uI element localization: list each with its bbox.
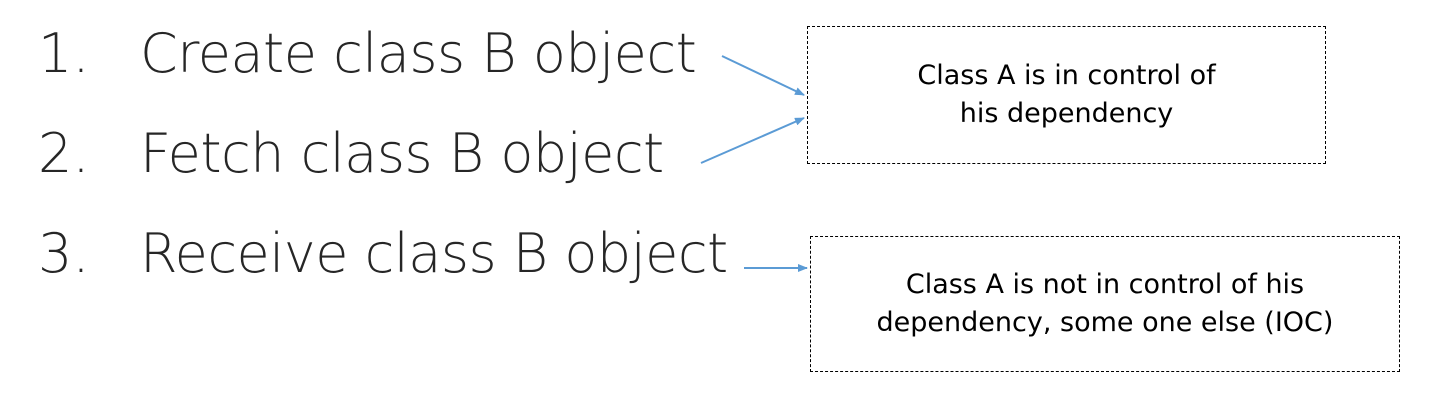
arrow-fetch-to-note (700, 117, 805, 164)
list-text: Fetch class B object (140, 122, 664, 185)
list-number: 3. (38, 222, 90, 285)
list-number: 2. (38, 122, 90, 185)
note-box-in-control: Class A is in control of his dependency (807, 26, 1326, 164)
arrow-create-to-note (721, 55, 805, 96)
note-text-not-in-control: Class A is not in control of his depende… (876, 269, 1334, 338)
list-text: Receive class B object (140, 222, 728, 285)
note-box-not-in-control: Class A is not in control of his depende… (810, 236, 1400, 372)
list-text: Create class B object (140, 22, 697, 85)
list-number: 1. (38, 22, 90, 85)
note-text-in-control: Class A is in control of his dependency (917, 60, 1216, 129)
